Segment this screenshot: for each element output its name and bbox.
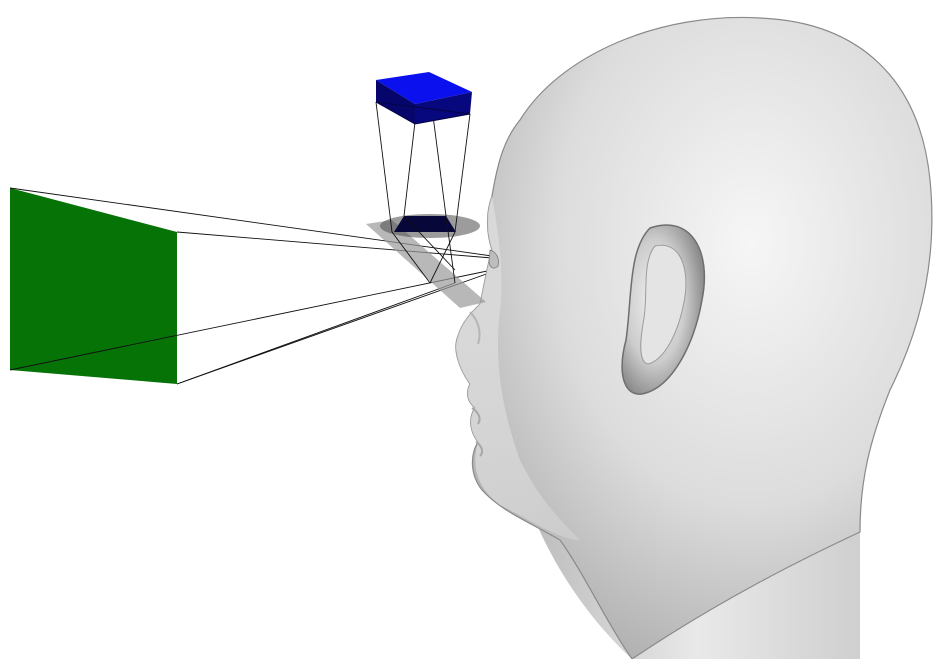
microdisplay: [376, 72, 472, 124]
head-profile-icon: [456, 17, 932, 659]
lens: [380, 214, 480, 238]
virtual-image-plane: [10, 188, 177, 384]
green-quad-icon: [10, 188, 177, 384]
head-model: [456, 17, 932, 659]
